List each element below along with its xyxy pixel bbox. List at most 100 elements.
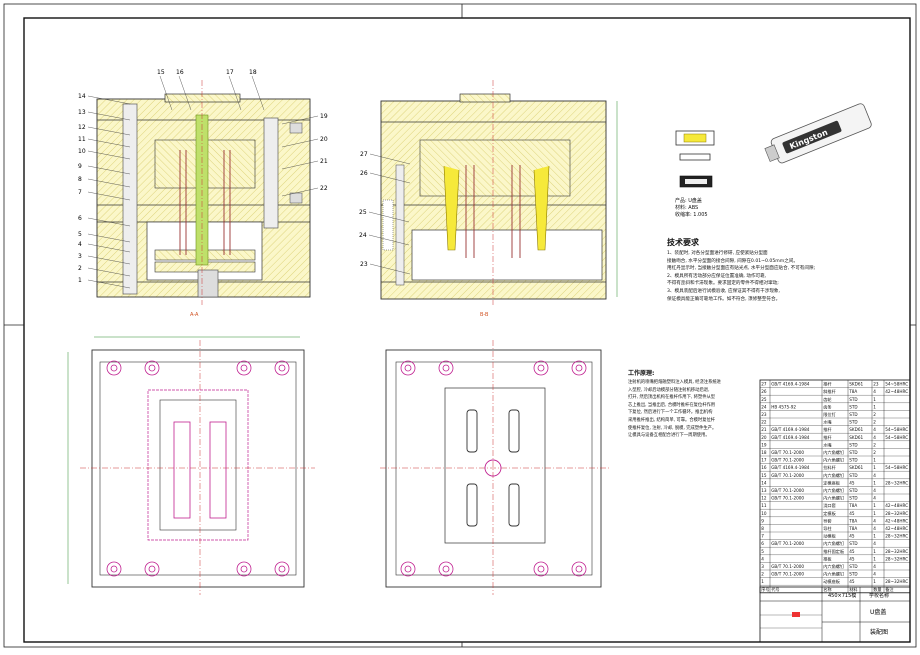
leader-line — [369, 153, 411, 165]
bom-cell: 1 — [873, 534, 876, 539]
leader-line — [87, 111, 131, 121]
work-lines: 注射机的喷嘴把熔融塑料注入模具, 经浇注系统进入型腔, 冷却后动模部分随注射机移… — [628, 379, 754, 440]
bom-cell: 4 — [873, 572, 876, 577]
leader-line — [368, 211, 410, 223]
bom-cell: SKD61 — [849, 435, 863, 440]
bom-cell: 16 — [761, 465, 767, 470]
callout-9: 9 — [78, 163, 82, 170]
bom-cell: 26 — [761, 389, 767, 394]
work-line: 使推杆复位, 注射, 冷却, 脱模, 完成塑件生产。 — [628, 425, 717, 431]
bom-cell: 内六角螺钉 — [823, 540, 845, 547]
callout-15: 15 — [157, 69, 165, 76]
bom-cell: 4 — [873, 488, 876, 493]
bolt-hole-inner — [278, 565, 286, 573]
bolt-hole — [533, 561, 549, 577]
bolt-hole-inner — [278, 364, 286, 372]
bom-cell: 14 — [761, 480, 767, 485]
leader-line — [87, 150, 131, 160]
bom-cell: GB/T 70.1-2000 — [771, 572, 804, 577]
bom-cell: 定模板 — [823, 510, 836, 517]
bolt-hole — [274, 561, 290, 577]
bolt-hole-inner — [110, 364, 118, 372]
title-drawing: 装配图 — [870, 628, 888, 636]
callout-10: 10 — [78, 148, 86, 155]
callout-17: 17 — [226, 69, 234, 76]
bom-cell: GB/T 70.1-2000 — [771, 496, 804, 501]
bom-cell: 19 — [761, 442, 767, 447]
bom-cell: 4 — [873, 541, 876, 546]
product-name: 产品: U盘盖 — [675, 198, 702, 204]
bom-cell: 45 — [849, 556, 855, 561]
bom-cell: STD — [849, 420, 857, 425]
bom-cell: STD — [849, 541, 857, 546]
bom-cell: STD — [849, 397, 857, 402]
callout-25: 25 — [359, 209, 367, 216]
tech-line: 1、装配时, 对各分型面进行修研, 应使紧贴分型面 — [667, 251, 768, 256]
bolt-hole — [144, 561, 160, 577]
bom-cell: 42~48HRC — [885, 518, 908, 523]
bom-cell: 1 — [873, 480, 876, 485]
bom-cell: 1 — [761, 579, 764, 584]
callout-13: 13 — [78, 109, 86, 116]
bolt-hole-inner — [240, 565, 248, 573]
leader-line — [178, 75, 192, 111]
leader-line — [369, 172, 411, 184]
leader-line — [281, 138, 319, 148]
bom-cell: 动模板 — [823, 533, 836, 540]
bom-cell: 拉料杆 — [823, 464, 836, 471]
bom-cell: 23 — [761, 412, 767, 417]
bom-cell: 1 — [873, 503, 876, 508]
leader-line — [87, 217, 131, 227]
leader-line — [159, 75, 173, 111]
title-school: 学校名称 — [869, 592, 889, 599]
bom-cell: 2 — [873, 450, 876, 455]
bom-cell: 20 — [761, 435, 767, 440]
bom-cell: 2 — [873, 420, 876, 425]
product-views: Kingston — [675, 103, 872, 188]
bom-cell: 54~58HRC — [885, 435, 908, 440]
product-material: 材料: ABS — [675, 205, 699, 211]
bom-cell: 4 — [873, 526, 876, 531]
bom-cell: 8 — [761, 526, 764, 531]
bom-cell: 45 — [849, 511, 855, 516]
bom-cell: 4 — [873, 427, 876, 432]
plan-view-fixed-half — [380, 340, 610, 595]
leader-line — [87, 178, 131, 188]
plan-a-bolt-holes — [106, 360, 290, 577]
bom-cell: T8A — [848, 518, 857, 523]
bom-cell: 54~58HRC — [885, 465, 908, 470]
bom-cell: 45 — [849, 534, 855, 539]
tech-line: 保证模具能正确可靠地工作。如不符合, 须修整至符合。 — [667, 296, 781, 302]
callout-8: 8 — [78, 176, 82, 183]
bom-cell: 42~48HRC — [885, 526, 908, 531]
leader-line — [251, 75, 265, 111]
bom-cell: 导套 — [823, 517, 832, 524]
callout-6: 6 — [78, 215, 82, 222]
bom-cell: GB/T 4169.4-1984 — [771, 427, 810, 432]
bom-cell: STD — [849, 450, 857, 455]
work-line: 注射机的喷嘴把熔融塑料注入模具, 经浇注系统进 — [628, 380, 721, 385]
bom-cell: 12 — [761, 496, 767, 501]
leader-line — [281, 115, 319, 125]
bolt-hole-inner — [537, 565, 545, 573]
bom-cell: 内六角螺钉 — [823, 472, 845, 479]
bolt-hole — [533, 360, 549, 376]
bom-cell: T8A — [848, 526, 857, 531]
bom-cell: 28~32HRC — [885, 549, 908, 554]
bom-cell: 17 — [761, 458, 767, 463]
work-line: 入型腔, 冷却后动模部分随注射机移动后退, — [628, 387, 710, 393]
bom-cell: 推杆 — [823, 434, 832, 441]
bom-cell: SKD61 — [849, 427, 863, 432]
bom-cell: HB 4575-92 — [771, 404, 796, 409]
bom-cell: 1 — [873, 511, 876, 516]
bom-cell: 4 — [873, 473, 876, 478]
bom-header-cell: 数量 — [873, 586, 881, 593]
callout-11: 11 — [78, 136, 86, 143]
bom-header-cell: 材料 — [849, 586, 858, 593]
bom-cell: 推杆 — [823, 426, 832, 433]
usb-render: Kingston — [764, 103, 872, 164]
bom-cell: STD — [849, 488, 857, 493]
bom-cell: T8A — [848, 389, 857, 394]
